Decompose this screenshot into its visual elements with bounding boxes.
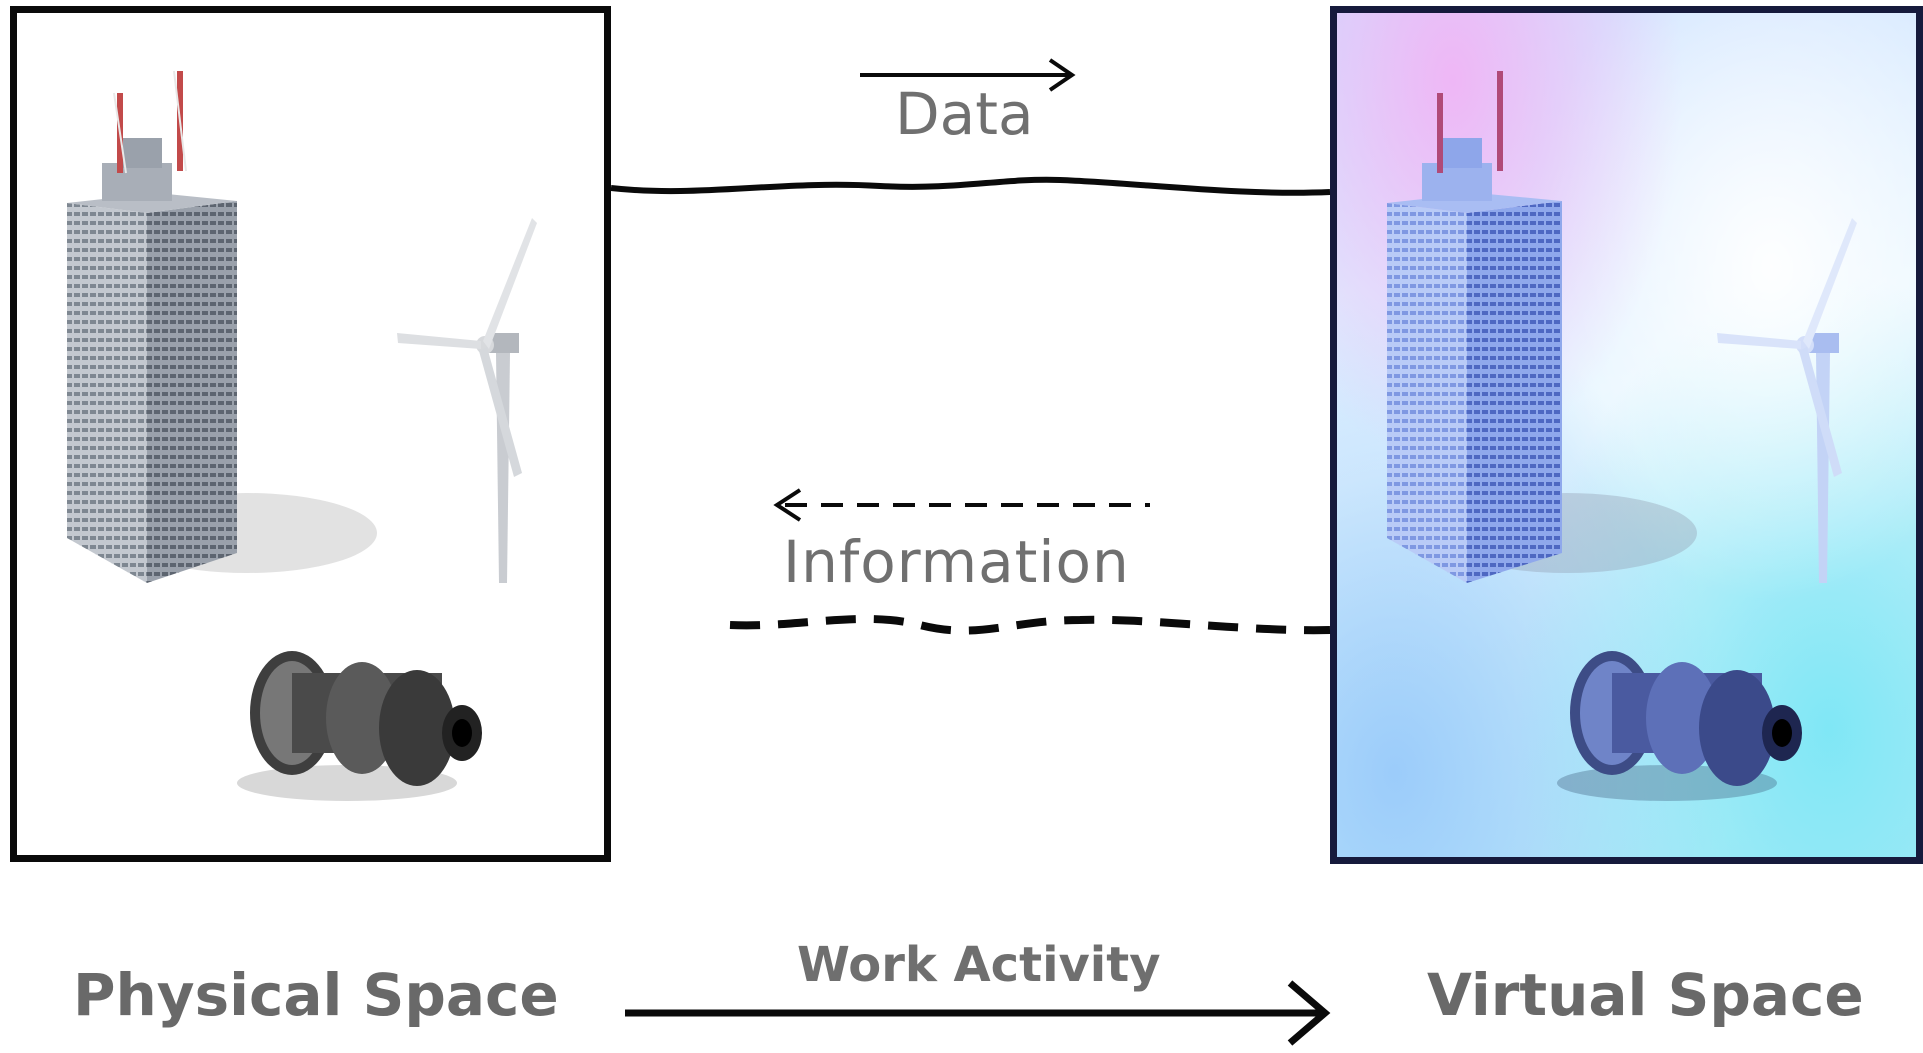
physical-objects-illustration [67,70,537,801]
virtual-space-panel [1330,6,1923,864]
information-arrow-icon [773,488,1150,522]
work-activity-arrow-icon [625,980,1331,1046]
information-connector-line [729,614,1331,635]
data-flow-label: Data [895,80,1034,148]
skyscraper-icon [1387,71,1697,583]
virtual-objects-illustration [1387,71,1857,801]
physical-space-panel [10,6,611,862]
wind-turbine-icon [397,218,537,583]
work-activity-label: Work Activity [797,937,1161,993]
wind-turbine-icon [1717,218,1857,583]
virtual-space-label: Virtual Space [1427,961,1864,1029]
information-flow-label: Information [783,528,1130,596]
data-arrow-icon [860,58,1076,92]
data-connector-line [610,176,1331,196]
physical-space-label: Physical Space [73,961,559,1029]
jet-engine-icon [1557,651,1802,801]
skyscraper-icon [67,70,377,583]
jet-engine-icon [237,651,482,801]
